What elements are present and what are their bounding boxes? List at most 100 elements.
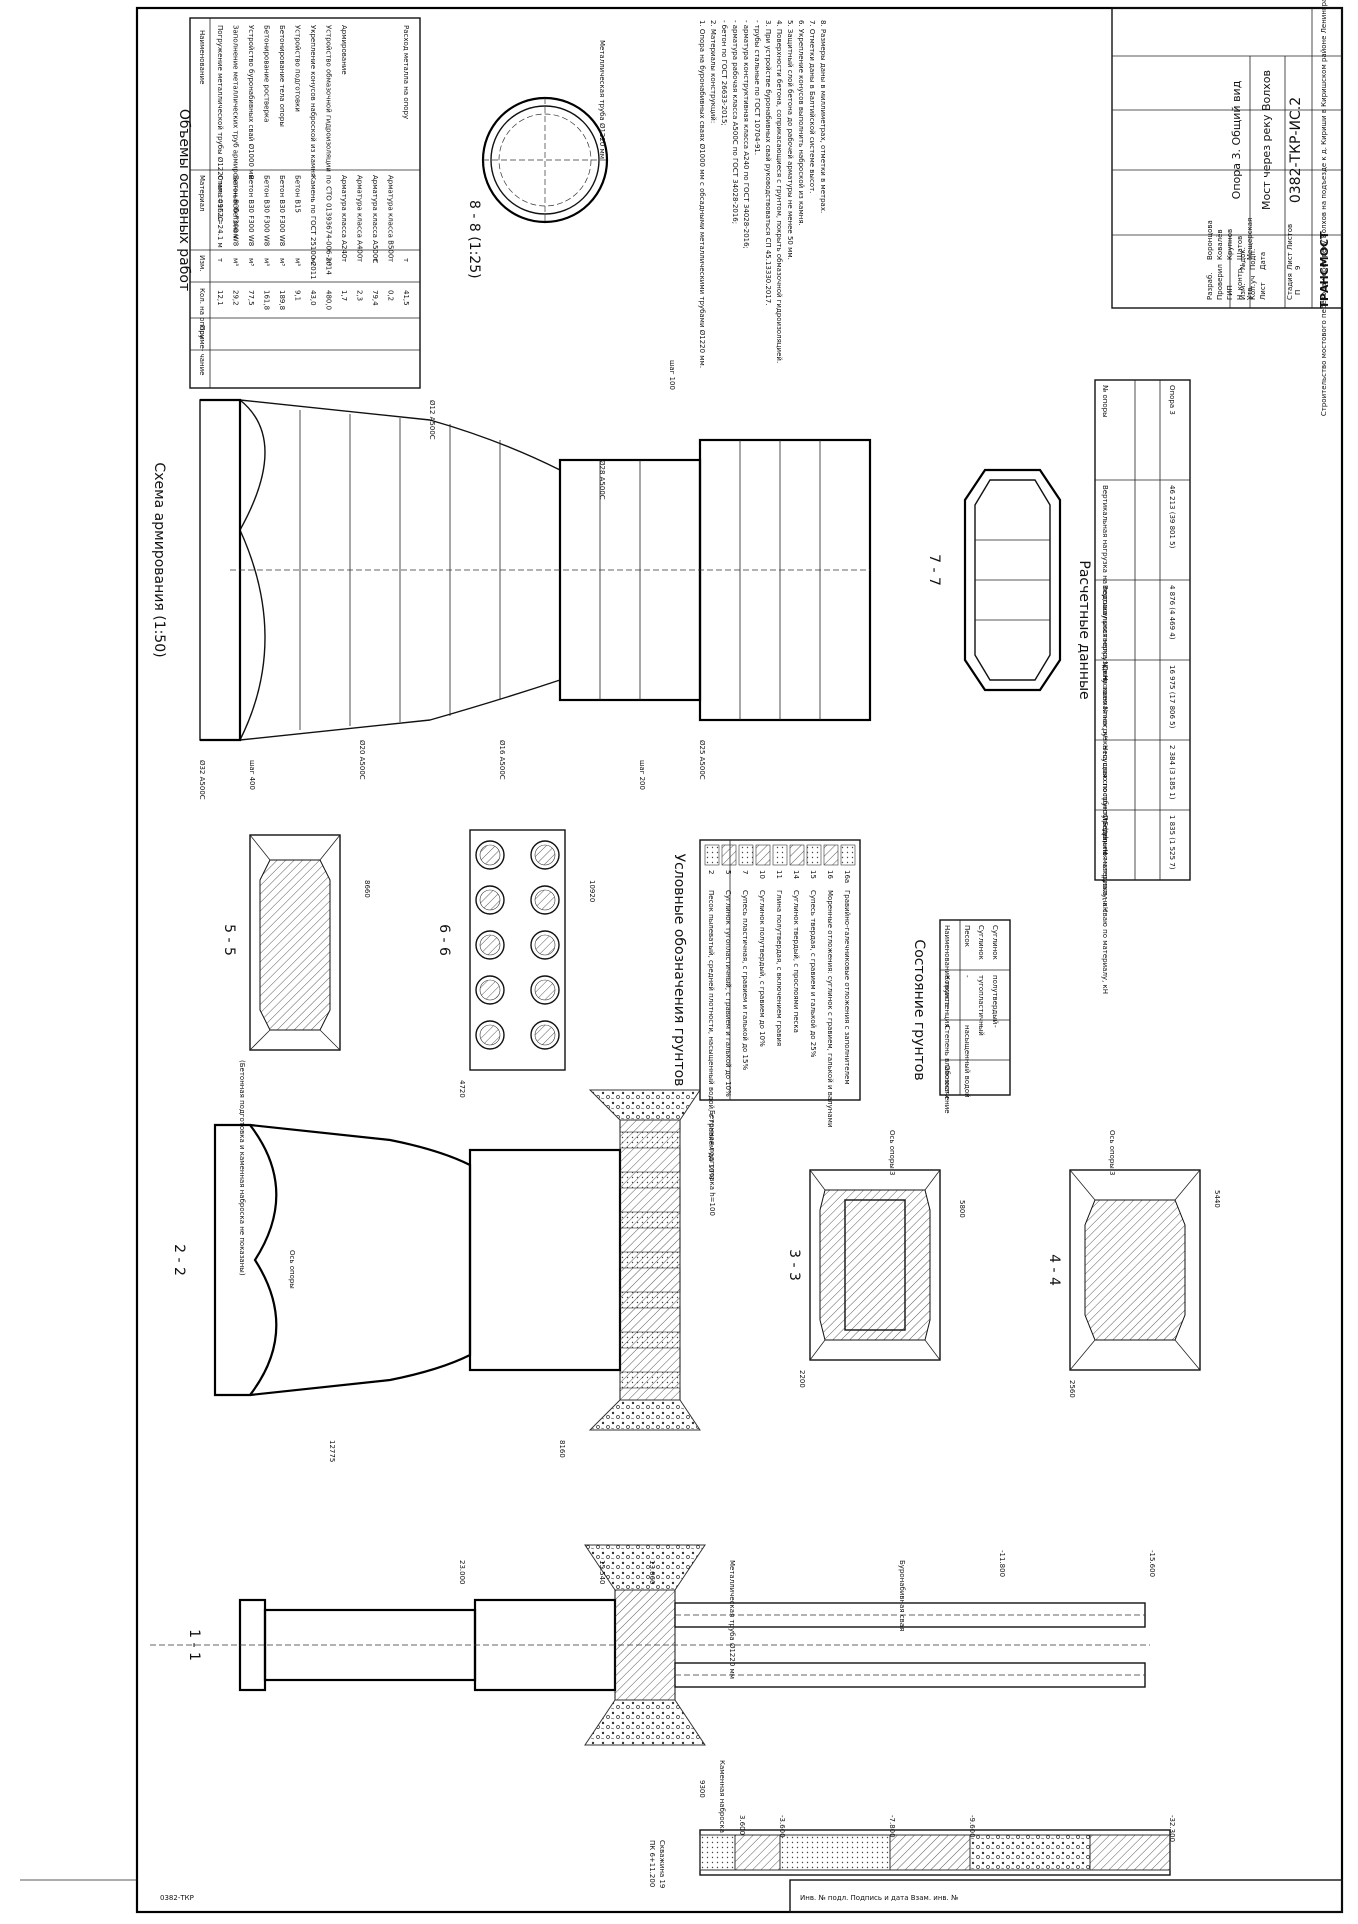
volumes-row-material: Бетон B30 F300 W8 [232, 175, 240, 246]
pile-segment [619, 1171, 681, 1189]
volumes-row-unit: т [387, 258, 395, 262]
section-4-4-dim2: 2560 [1068, 1380, 1076, 1398]
section-6-6-dim2: 4720 [458, 1080, 466, 1098]
soil-state-cell: Суглинок [991, 925, 999, 960]
calc-title: Расчетные данные [1076, 560, 1092, 699]
stamp-sheet: 9 [1294, 266, 1302, 270]
pile-segment [619, 1251, 681, 1269]
rebar-r4: Ø20 А500С [358, 740, 366, 780]
volumes-row-name: Бетонирование ростверка [263, 25, 271, 122]
stamp-code: 0382-ТКР-ИС.2 [1288, 97, 1304, 203]
soil-code: 10 [758, 870, 766, 879]
section-5-5-note: (Бетонная подготовка и каменная наброска… [238, 1060, 246, 1276]
section-6-6-dim: 10920 [588, 880, 596, 902]
rebar-r2: Ø28 А500С [598, 460, 606, 500]
calc-header-5: Предельная нагрузка на сваю по материалу… [1101, 815, 1109, 994]
pile-circle [530, 840, 560, 870]
section-1-1-title: 1 - 1 [186, 1629, 202, 1661]
volumes-row-unit: т [402, 258, 410, 262]
soil-desc: Глина полутвердая, с включением гравия [775, 890, 783, 1046]
soil-code: 11 [775, 870, 783, 879]
volumes-row-material: Арматура класса А240 [340, 175, 348, 258]
section-3-3-dim: 5800 [958, 1200, 966, 1218]
pile-segment [619, 1211, 681, 1229]
note-line: - трубы стальные по ГОСТ 10704-91. [753, 20, 761, 155]
volumes-row-material: Бетон B30 F300 W8 [278, 175, 286, 246]
pile-circle [530, 885, 560, 915]
stamp-role-2: ГИП [1226, 285, 1234, 300]
volumes-row-material: Бетон B30 F300 W8 [247, 175, 255, 246]
soil-desc: Супесь твердая, с гравием и галькой до 2… [809, 890, 817, 1058]
notes-block: 1. Опора на буронабивных сваях Ø1000 мм … [698, 20, 827, 368]
volumes-row-unit: м³ [309, 258, 317, 266]
stamp-role-4: Утв. [1246, 285, 1254, 300]
stamp-header-col-1: Кол.уч [1249, 276, 1257, 300]
pile-circle [475, 1020, 505, 1050]
pile-core [534, 1024, 556, 1046]
volumes-row-qty: 77,5 [247, 290, 255, 306]
soil-legend-title: Условные обозначения грунтов [671, 854, 687, 1087]
section-2-2-dim2: 12775 [328, 1440, 336, 1462]
note-line: 3. При устройстве буронабивных свай руко… [764, 20, 772, 306]
calc-header-0: № опоры [1101, 385, 1109, 418]
volumes-row-qty: 189,8 [278, 290, 286, 310]
soil-code: 7 [741, 870, 749, 874]
volumes-row-unit: т [340, 258, 348, 262]
volumes-header-1: Материал [198, 175, 206, 211]
section-4-4-axis: Ось опоры 3 [1108, 1130, 1116, 1176]
pile-core [479, 979, 501, 1001]
section-7-7: 7 - 7 [926, 468, 1062, 692]
calc-cell-1: 46 213 (39 801 5) [1168, 485, 1176, 549]
volumes-row-material: Арматура класса А400 [356, 175, 364, 258]
section-8-8: 8 - 8 (1:25) Металлическая труба Ø1220 м… [466, 40, 609, 279]
soil-code: 15 [809, 870, 817, 879]
section-8-8-pipe: Металлическая труба Ø1220 мм [598, 40, 606, 159]
pile-circle [530, 975, 560, 1005]
volumes-row-material: Сталь 09Г2С [216, 175, 224, 222]
soil-state-header-3: Обозначение [943, 1065, 951, 1114]
volumes-row-qty: 2,3 [356, 290, 364, 301]
volumes-row-name: Устройство буронабивных свай Ø1000 мм [247, 25, 255, 180]
volumes-row-unit: т [356, 258, 364, 262]
volumes-row-unit: т [216, 258, 224, 262]
calc-cell-0: Опора 3 [1168, 385, 1176, 415]
volumes-row-qty: 161,8 [263, 290, 271, 310]
section-2-2: 2 - 2 Ось опоры 8160 12775 Бетонная подг… [171, 1089, 716, 1462]
soil-swatch [806, 844, 822, 866]
stamp-header-col-5: Дата [1259, 252, 1267, 270]
volumes-header-0: Наименование [198, 30, 206, 84]
stamp-name-4: Мещерская [1246, 218, 1254, 260]
borehole-label: Скважина 19 [658, 1840, 666, 1888]
volumes-row-qty: 41,5 [402, 290, 410, 306]
volumes-row-unit: м² [325, 258, 333, 266]
section-6-6-title: 6 - 6 [436, 924, 452, 956]
note-line: - арматура конструктивная класса А240 по… [742, 20, 750, 249]
soil-code: 5 [724, 870, 732, 874]
volumes-row-qty: 43,0 [309, 290, 317, 306]
soil-swatch [721, 844, 737, 866]
section-2-2-title: 2 - 2 [171, 1244, 187, 1276]
volumes-row-unit: м³ [278, 258, 286, 266]
soil-code: 14 [792, 870, 800, 879]
soil-swatch [840, 844, 856, 866]
note-line: 1. Опора на буронабивных сваях Ø1000 мм … [698, 20, 706, 368]
note-line: 6. Укрепление конусов выполнить наброско… [797, 20, 805, 226]
soil-code: 16a [843, 870, 851, 883]
soil-desc: Суглинок твердый, с прослоями песка [792, 890, 800, 1033]
stamp-stage-col-0: Стадия [1286, 273, 1294, 300]
elev-e8: -32.300 [1168, 1815, 1176, 1842]
bottom-stamp-code: 0382-ТКР [160, 1894, 194, 1902]
volumes-row-qty: 12,1 [216, 290, 224, 306]
pile-segment [619, 1131, 681, 1149]
elev-e4: 13.060 [648, 1560, 656, 1585]
calc-header-3: Допускаемая нагрузка на сваю по грунту F… [1101, 665, 1109, 855]
soil-swatch [738, 844, 754, 866]
rebar-r6: Ø12 А500С [428, 400, 436, 440]
section-3-3-axis: Ось опоры 3 [888, 1130, 896, 1176]
volumes-header-2: Изм. [198, 255, 206, 271]
